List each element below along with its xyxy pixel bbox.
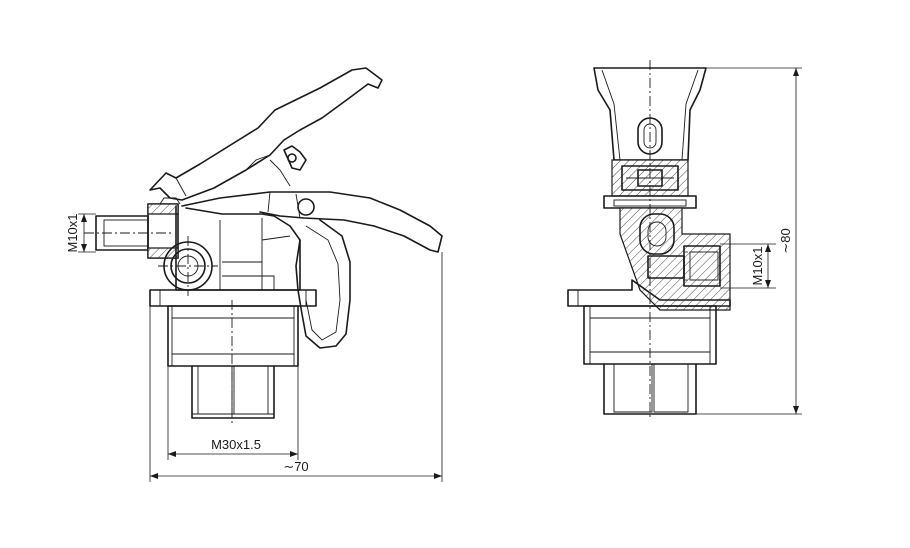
overall-height-label: ∼80 <box>778 228 793 253</box>
left-flange <box>149 289 317 307</box>
dim-overall-width: ∼70 <box>149 252 443 482</box>
dim-left-thread: M10x1 <box>65 213 96 253</box>
dim-body-thread: M30x1.5 <box>167 366 299 460</box>
left-outlet-nipple <box>84 197 181 259</box>
hook-wire <box>295 219 351 349</box>
front-bottom-connector <box>603 363 697 415</box>
front-view <box>567 60 731 420</box>
upper-lever <box>149 67 383 201</box>
side-view <box>84 67 443 424</box>
left-thread-label: M10x1 <box>65 213 80 252</box>
front-body-section <box>619 207 731 311</box>
safety-pin <box>269 145 307 187</box>
lower-lever <box>181 191 443 253</box>
left-threaded-neck <box>167 305 299 367</box>
right-thread-label: M10x1 <box>750 246 765 285</box>
overall-width-label: ∼70 <box>283 459 308 474</box>
left-valve-body <box>158 205 301 296</box>
dim-overall-height: ∼80 <box>696 67 802 415</box>
dim-right-thread: M10x1 <box>720 243 776 289</box>
body-thread-label: M30x1.5 <box>211 437 261 452</box>
left-bottom-connector <box>191 365 275 419</box>
